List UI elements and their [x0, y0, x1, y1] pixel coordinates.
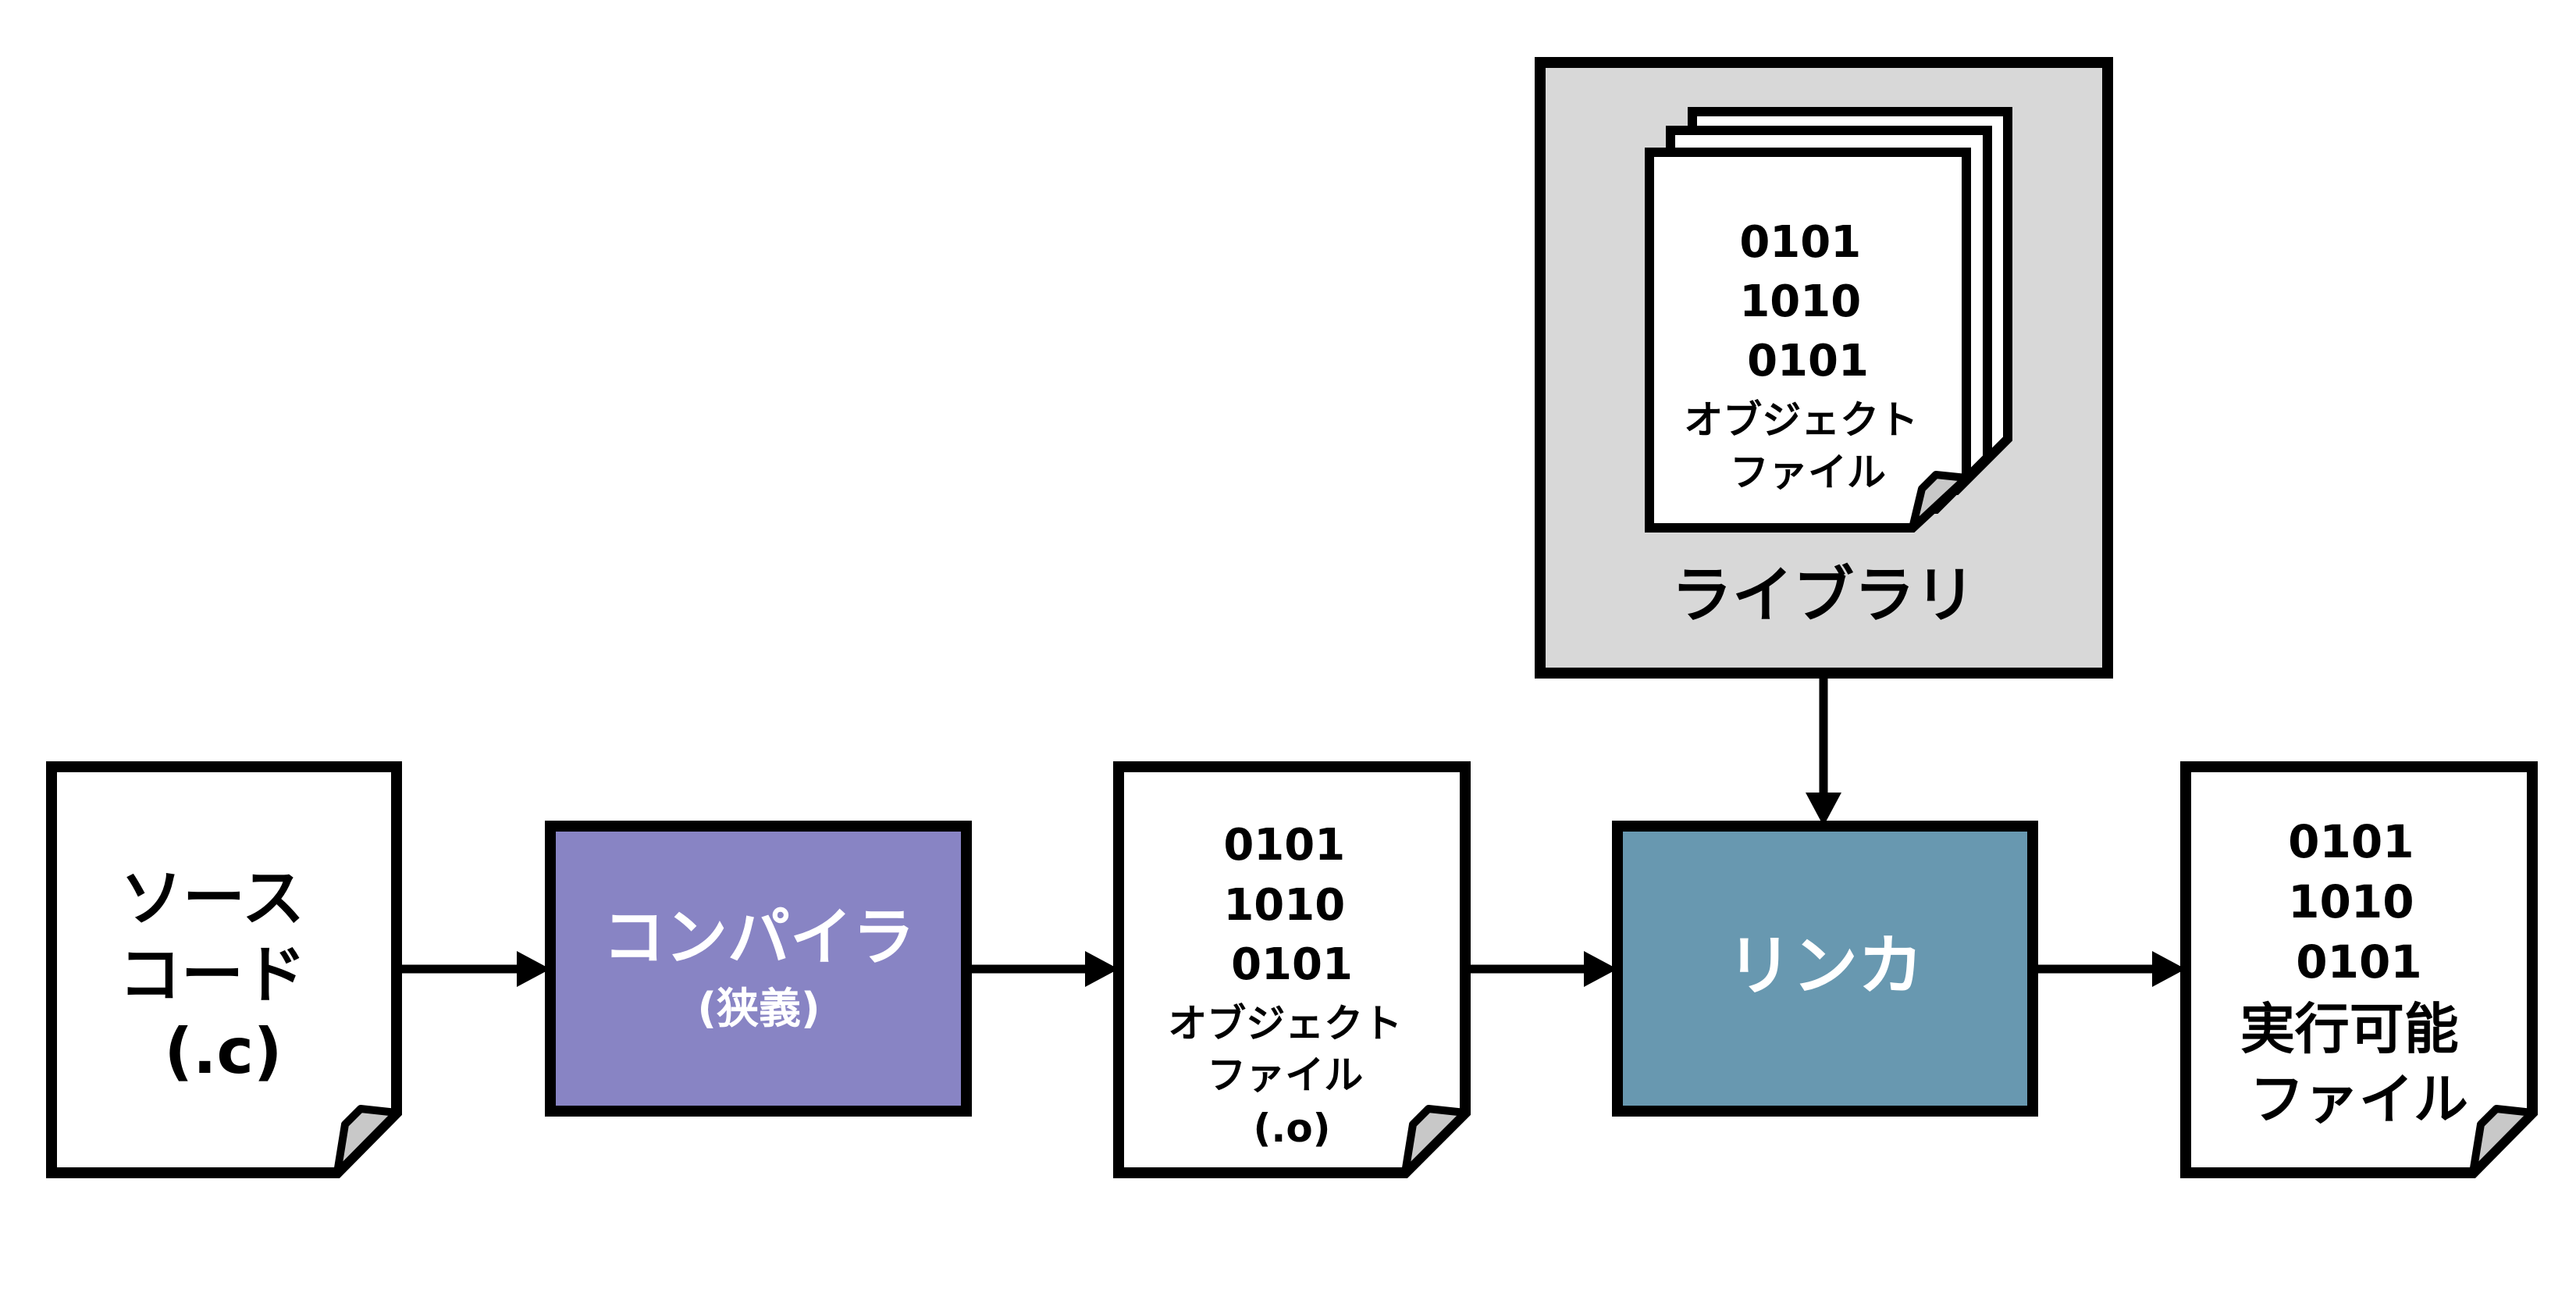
executable-line-3: 0101: [2296, 935, 2421, 989]
library-stack: [1645, 107, 2012, 533]
object-line-1: 0101: [1223, 820, 1345, 871]
source-line-1: ソース: [120, 862, 304, 935]
library-doc-line-4: オブジェクト: [1684, 397, 1918, 443]
linker-box: リンカ: [1612, 821, 2038, 1117]
executable-file-document: 0101 1010 0101 実行可能 ファイル: [2180, 761, 2538, 1178]
linker-label: リンカ: [1727, 928, 1923, 1004]
source-line-3: (.c): [165, 1015, 283, 1088]
executable-line-1: 0101: [2288, 815, 2414, 868]
source-line-2: コード: [119, 939, 306, 1011]
arrowhead-library: [1806, 793, 1841, 826]
svg-text:0101 1010 0101: 0101 1010 0101: [2288, 815, 2430, 989]
compiler-sub: (狭義): [697, 984, 820, 1033]
source-code-document: ソース コード (.c): [46, 761, 402, 1178]
arrowhead-executable: [2152, 951, 2186, 987]
library-doc-line-5: ファイル: [1730, 450, 1886, 495]
svg-text:オブジェクト ファイル: オブジェクト ファイル: [1684, 397, 1931, 495]
svg-text:実行可能 ファイル: 実行可能 ファイル: [2240, 997, 2478, 1131]
library-box: 0101 1010 0101 オブジェクト ファイル ライブラリ: [1535, 57, 2113, 679]
library-label: ライブラリ: [1671, 561, 1976, 631]
library-doc-line-1: 0101: [1739, 217, 1861, 268]
arrowhead-object: [1085, 951, 1119, 987]
object-line-3: 0101: [1231, 939, 1353, 990]
compiler-box: コンパイラ (狭義): [545, 821, 972, 1117]
arrowhead-compiler: [517, 951, 550, 987]
executable-line-4: 実行可能: [2240, 997, 2459, 1061]
compiler-label: コンパイラ: [603, 901, 915, 974]
svg-text:0101 1010 0101: 0101 1010 0101: [1739, 217, 1876, 387]
executable-line-2: 1010: [2288, 875, 2414, 928]
arrowhead-linker: [1584, 951, 1617, 987]
svg-text:0101 1010 0101: 0101 1010 0101: [1223, 820, 1360, 990]
executable-line-5: ファイル: [2250, 1067, 2468, 1131]
library-doc-line-3: 0101: [1747, 336, 1869, 387]
library-doc-line-2: 1010: [1739, 276, 1861, 327]
object-line-6: (.o): [1253, 1106, 1330, 1151]
object-line-5: ファイル: [1207, 1053, 1363, 1098]
object-line-2: 1010: [1223, 880, 1345, 931]
svg-text:オブジェクト ファイル (.o): オブジェクト ファイル (.o): [1168, 1001, 1415, 1151]
svg-text:ソース コード (.c): ソース コード (.c): [119, 862, 328, 1088]
object-file-document: 0101 1010 0101 オブジェクト ファイル (.o): [1113, 761, 1471, 1178]
arrowheads: [517, 793, 2186, 987]
object-line-4: オブジェクト: [1168, 1001, 1402, 1046]
